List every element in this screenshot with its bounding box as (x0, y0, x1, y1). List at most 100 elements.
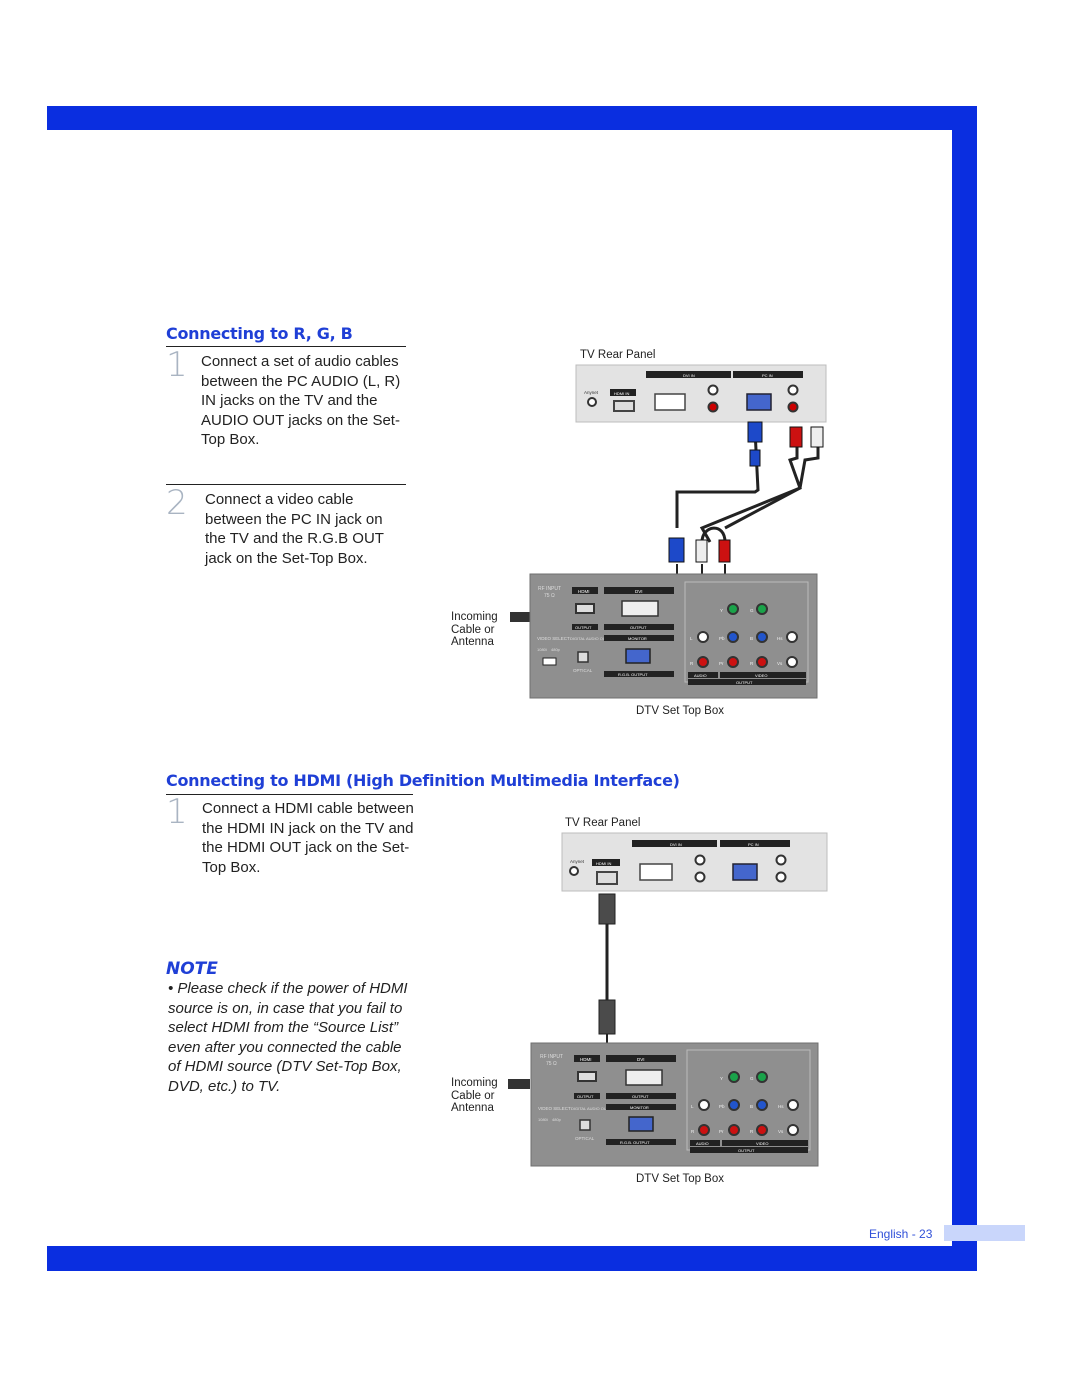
stb-audio-bar (690, 1140, 720, 1146)
hdmi-in-label: HDMI IN (614, 391, 629, 396)
stb-audio-bar (688, 672, 718, 678)
anynet-jack (569, 866, 579, 876)
stb-output-bottom-bar (690, 1147, 808, 1153)
stb-monitor-header (606, 1104, 676, 1110)
dvi-in-header (632, 840, 717, 847)
jack-b (756, 1099, 768, 1111)
video-select-label: VIDEO SELECT (538, 1106, 571, 1111)
step-text: Connect a set of audio cables between th… (201, 353, 401, 448)
stb-video-bar (722, 1140, 808, 1146)
stb-monitor-header (604, 635, 674, 641)
resolution-2-label: 480p (552, 1117, 562, 1122)
label-hs: Hs (778, 1104, 784, 1109)
jack-pb (728, 1099, 740, 1111)
digital-audio-label: DIGITAL AUDIO OUTPUT (571, 1106, 618, 1111)
stb-label-2: DTV Set Top Box (636, 1173, 724, 1185)
stb-hdmi-port (575, 603, 595, 614)
stb-output-label-2: OUTPUT (630, 625, 647, 630)
stb-audio-label: AUDIO (694, 673, 707, 678)
tv-dvi-audio-r (694, 871, 706, 883)
pc-in-label: PC IN (748, 842, 759, 847)
stb-dvi-port (621, 600, 659, 617)
stb-rgb-output-header (606, 1139, 676, 1145)
stb-output-header-1 (572, 624, 598, 630)
jack-y (728, 1071, 740, 1083)
jack-audio-l (697, 631, 709, 643)
tv-rear-panel-label-1: TV Rear Panel (580, 349, 656, 361)
hdmi-in-header (610, 389, 636, 396)
tv-audio-plug-l (810, 426, 824, 448)
label-hs: Hs (777, 636, 783, 641)
rgb-video-cable (675, 429, 760, 528)
stb-output-bottom-label: OUTPUT (736, 680, 753, 685)
label-b: B (750, 1104, 753, 1109)
stb-video-label: VIDEO (755, 673, 767, 678)
stb-rgb-port (625, 648, 651, 664)
jack-audio-r (698, 1124, 710, 1136)
jack-hs (787, 1099, 799, 1111)
label-g: G (750, 608, 754, 613)
bottom-blue-bar (47, 1246, 977, 1271)
step-text: Connect a video cable between the PC IN … (205, 491, 384, 567)
stb-output-label-1: OUTPUT (575, 625, 592, 630)
hdmi-section-title: Connecting to HDMI (High Definition Mult… (166, 771, 680, 790)
tv-dvi-audio-l (707, 384, 719, 396)
stb-rgb-output-label: R.G.B. OUTPUT (618, 672, 648, 677)
jack-g (756, 1071, 768, 1083)
footer-swatch (944, 1225, 1025, 1241)
stb-hdmi-header (574, 1055, 600, 1062)
hdmi-plug-bottom (598, 999, 616, 1035)
jack-pb (727, 631, 739, 643)
page-number: English - 23 (869, 1227, 933, 1241)
anynet-label: Anynet (570, 859, 585, 864)
label-r: R (690, 661, 694, 666)
jack-pr (727, 656, 739, 668)
antenna-cable (508, 1079, 530, 1089)
tv-vga-ferrite (749, 449, 761, 467)
rf-ohm-label: 75 Ω (544, 593, 555, 599)
stb-vga-plug (668, 537, 685, 563)
audio-plugs-loop (700, 526, 727, 543)
rgb-step-2: 2 Connect a video cable between the PC I… (166, 486, 411, 580)
stb-output-label-1: OUTPUT (577, 1094, 594, 1099)
pc-in-label: PC IN (762, 373, 773, 378)
label-r2: R (750, 1129, 754, 1134)
stb-monitor-label: MONITOR (628, 636, 647, 641)
stb-audio-plug-r (718, 539, 731, 563)
label-y: Y (720, 608, 723, 613)
tv-pc-port (732, 863, 758, 881)
stb-rgb-port (628, 1116, 654, 1132)
pc-in-header (733, 371, 803, 378)
anynet-jack (587, 397, 597, 407)
stb-hdmi-header (572, 587, 598, 594)
tv-hdmi-port (596, 871, 618, 885)
optical-label: OPTICAL (575, 1136, 595, 1141)
optical-port (579, 1119, 591, 1131)
anynet-label: Anynet (584, 390, 599, 395)
stb-audio-label: AUDIO (696, 1141, 709, 1146)
rgb-connection-diagram: DVI IN PC IN Anynet HDMI IN RF INPUT 75 … (510, 364, 827, 699)
label-vs: Vs (778, 1129, 784, 1134)
tv-dvi-port (654, 393, 686, 411)
tv-pc-audio-r (775, 871, 787, 883)
incoming-source-label-2: Incoming Cable or Antenna (451, 1077, 498, 1114)
stb-output-header-1 (574, 1093, 600, 1099)
stb-dvi-label: DVI (637, 1057, 645, 1062)
hdmi-connection-diagram: DVI IN PC IN Anynet HDMI IN RF INPUT 75 … (508, 832, 828, 1167)
label-pr: Pr (719, 661, 724, 666)
jack-vs (787, 1124, 799, 1136)
dvi-in-label: DVI IN (683, 373, 695, 378)
label-pb: Pb (719, 636, 725, 641)
jack-audio-r (697, 656, 709, 668)
hdmi-plug-top (598, 893, 616, 925)
top-blue-bar (47, 106, 977, 130)
antenna-cable (510, 612, 530, 622)
rgb-step-1: 1 Connect a set of audio cables between … (166, 348, 411, 462)
tv-hdmi-port (613, 400, 635, 412)
digital-audio-label: DIGITAL AUDIO OUTPUT (570, 636, 617, 641)
jack-pr (728, 1124, 740, 1136)
audio-cable-l (724, 435, 820, 530)
stb-label-1: DTV Set Top Box (636, 705, 724, 717)
tv-pc-audio-r (787, 401, 799, 413)
audio-cable-r (699, 435, 802, 543)
